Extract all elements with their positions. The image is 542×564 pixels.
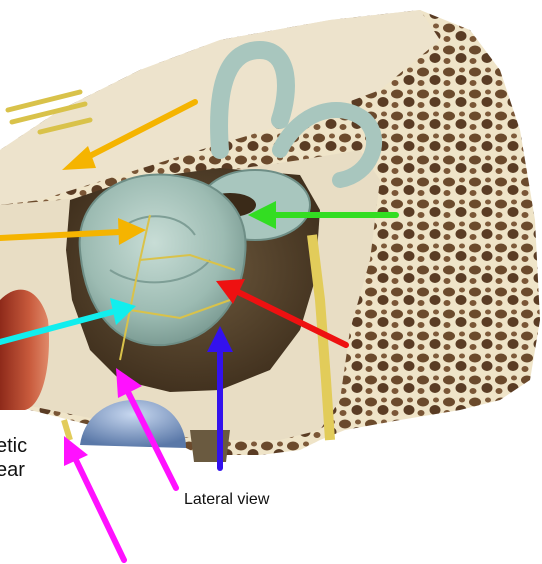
cut-off-label: etic ear	[0, 434, 27, 482]
arrow-head-icon	[118, 218, 146, 245]
arrow-head-icon	[248, 201, 276, 229]
facial-nerve-canal	[307, 234, 335, 441]
arrow-red	[216, 279, 349, 348]
arrow-blue	[207, 326, 233, 471]
arrow-orange-middle	[0, 218, 146, 245]
arrow-head-icon	[207, 326, 233, 352]
view-caption: Lateral view	[184, 491, 270, 508]
arrow-magenta-lower	[64, 436, 127, 563]
tympanic-membrane-bulge	[80, 399, 186, 448]
arrow-head-icon	[116, 368, 142, 398]
tensor-muscle	[0, 289, 50, 410]
cut-off-label-line2: ear	[0, 459, 25, 481]
arrow-orange-upper	[62, 99, 198, 170]
nerve-lower-left	[61, 419, 73, 441]
tube-stub	[190, 430, 230, 462]
arrow-magenta-upper	[116, 368, 179, 491]
cut-off-label-line1: etic	[0, 435, 28, 457]
arrow-head-icon	[64, 436, 88, 466]
semicircular-canal-posterior	[272, 102, 383, 188]
tympanic-plexus	[119, 214, 236, 361]
arrow-green	[248, 201, 399, 229]
semicircular-canal	[210, 40, 295, 159]
arrow-cyan	[0, 298, 136, 345]
nerve-bundle-upper	[5, 89, 93, 135]
arrow-head-icon	[216, 279, 245, 304]
arrow-head-icon	[110, 298, 136, 325]
arrow-head-icon	[62, 146, 96, 170]
